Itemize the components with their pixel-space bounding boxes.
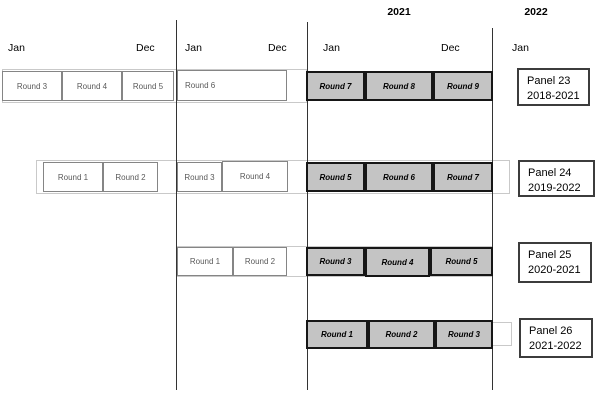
round-box: Round 3 (177, 162, 222, 192)
year-divider-line-2020 (175, 20, 177, 390)
panel-label-box: Panel 26 2021-2022 (519, 318, 593, 358)
round-box: Round 7 (433, 162, 493, 192)
round-box: Round 1 (43, 162, 103, 192)
round-box: Round 2 (368, 320, 435, 349)
round-box: Round 1 (306, 320, 368, 349)
month-label-dec: Dec (441, 42, 460, 54)
panel-label-box: Panel 25 2020-2021 (518, 242, 592, 283)
panel-label-box: Panel 24 2019-2022 (518, 160, 595, 197)
panel-name: Panel 25 (528, 249, 572, 261)
panel-period: 2019-2022 (528, 181, 581, 194)
round-box: Round 4 (365, 247, 430, 277)
month-label-jan: Jan (512, 42, 529, 54)
round-box: Round 5 (430, 247, 493, 276)
round-box: Round 5 (306, 162, 365, 192)
panel-name: Panel 24 (528, 167, 572, 179)
round-box: Round 3 (2, 71, 62, 101)
month-label-jan: Jan (323, 42, 340, 54)
round-box: Round 5 (122, 71, 174, 101)
month-label-dec: Dec (136, 42, 155, 54)
panel-period: 2020-2021 (528, 263, 581, 276)
year-label-2021: 2021 (387, 6, 411, 18)
year-divider-line-2021 (306, 22, 308, 390)
panel-name: Panel 26 (529, 325, 573, 337)
panel-period: 2021-2022 (529, 339, 582, 352)
month-label-jan: Jan (185, 42, 202, 54)
month-label-jan: Jan (8, 42, 25, 54)
year-divider-line-2022 (491, 28, 493, 390)
round-box: Round 3 (306, 247, 365, 276)
round-box: Round 2 (103, 162, 158, 192)
round-box: Round 7 (306, 71, 365, 101)
panel-label-box: Panel 23 2018-2021 (517, 68, 590, 106)
round-box: Round 3 (435, 320, 493, 349)
year-label-2022: 2022 (524, 6, 548, 18)
round-box: Round 2 (233, 247, 287, 276)
round-box: Round 4 (62, 71, 122, 101)
round-box: Round 8 (365, 71, 433, 101)
round-box: Round 6 (177, 70, 287, 101)
round-box: Round 1 (177, 247, 233, 276)
panel-name: Panel 23 (527, 75, 571, 87)
round-box: Round 9 (433, 71, 493, 101)
month-label-dec: Dec (268, 42, 287, 54)
round-box: Round 6 (365, 162, 433, 192)
panel-period: 2018-2021 (527, 89, 580, 102)
round-box: Round 4 (222, 161, 288, 192)
